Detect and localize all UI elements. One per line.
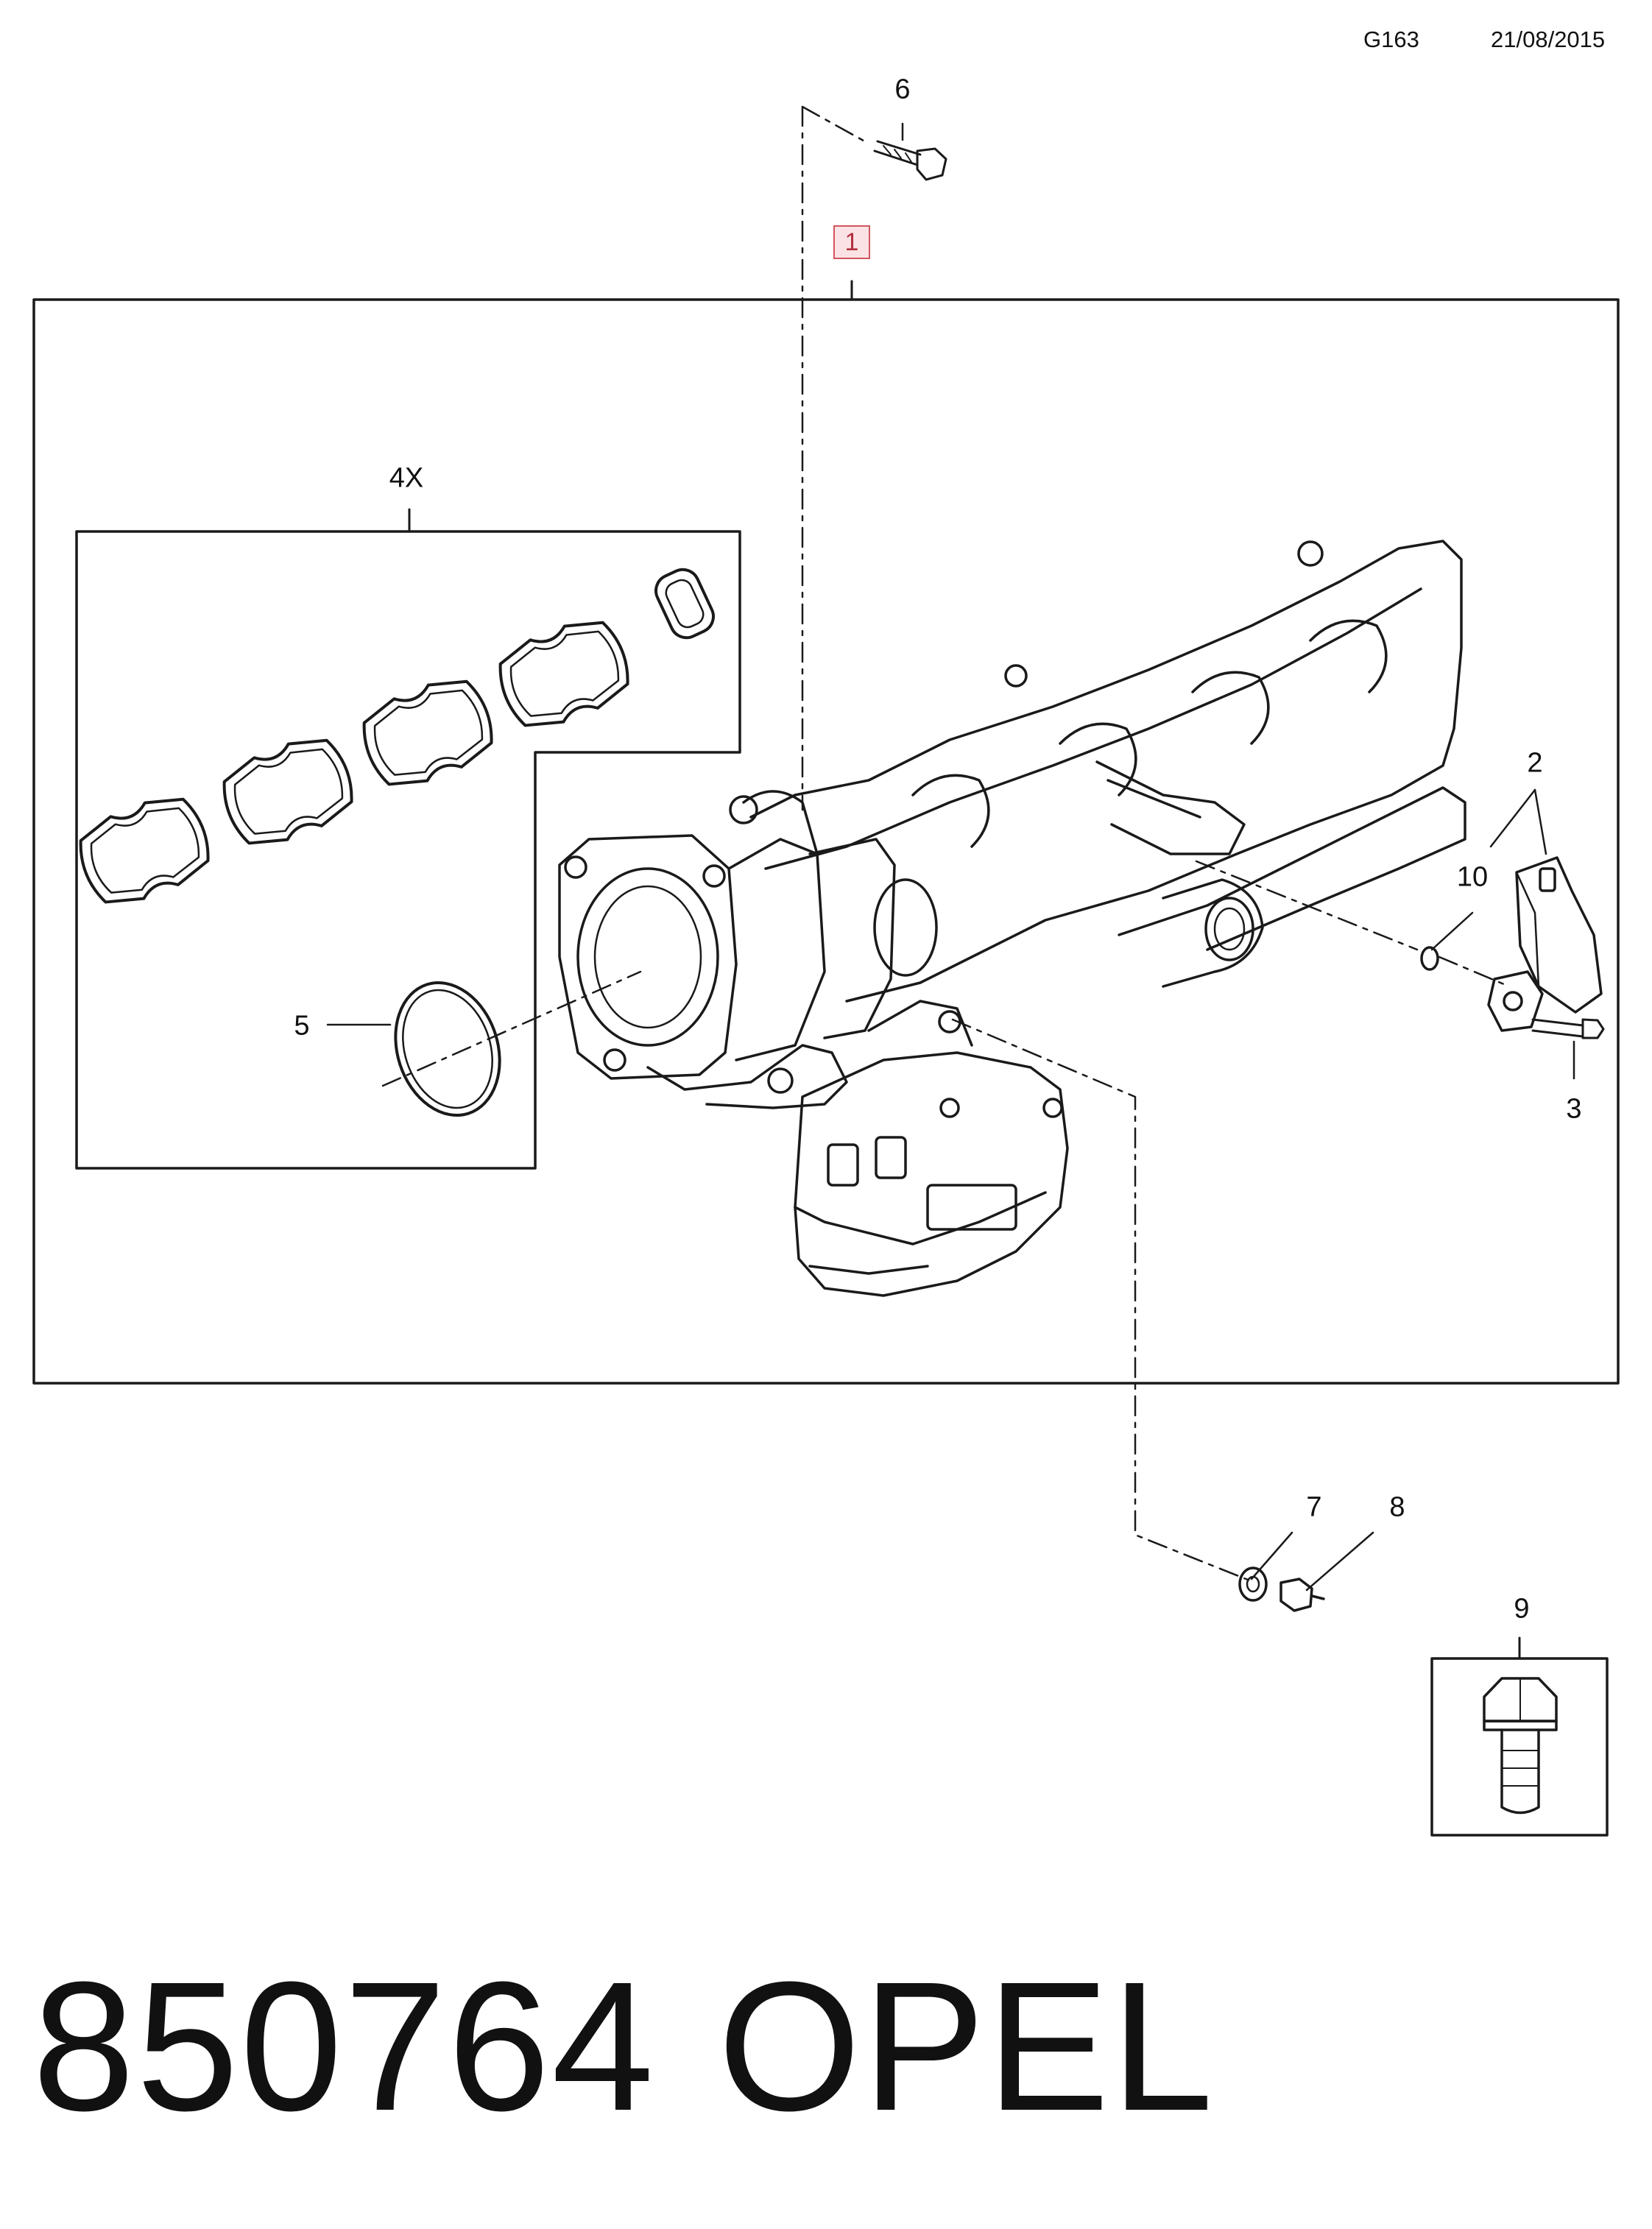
diagram-date: 21/08/2015 [1491,27,1606,52]
assembly-frame [32,280,1620,1385]
callout-6[interactable]: 6 [894,74,911,105]
callout-1: 1 [844,227,859,256]
callout-5[interactable]: 5 [294,1010,310,1042]
callout-2[interactable]: 2 [1527,747,1543,779]
callout-1-highlight[interactable]: 1 [833,225,870,259]
callout-4x[interactable]: 4X [389,462,424,494]
part-number: 850764 [32,1943,656,2149]
solid-leaders [326,122,1575,1592]
callout-8[interactable]: 8 [1389,1491,1405,1523]
callout-3[interactable]: 3 [1566,1093,1582,1125]
top-bolt [873,140,947,181]
dashed-leaders [381,105,1511,1584]
sensor-o-ring [1420,946,1439,971]
throttle-o-ring [394,981,501,1117]
diagram-code: G163 [1363,27,1419,52]
intake-manifold-assembly [558,540,1466,1297]
bolt-9-frame [1430,1636,1609,1837]
callout-7[interactable]: 7 [1306,1491,1322,1523]
flange-bolt [1483,1677,1558,1815]
callout-9[interactable]: 9 [1514,1593,1530,1625]
washer-and-nut [1238,1566,1325,1612]
map-sensor [1487,856,1603,1032]
brand-name: OPEL [718,1943,1215,2149]
manifold-gaskets [79,568,715,904]
gasket-kit-frame [75,508,741,1170]
callout-10[interactable]: 10 [1456,861,1489,893]
sensor-bolt [1531,1018,1605,1039]
